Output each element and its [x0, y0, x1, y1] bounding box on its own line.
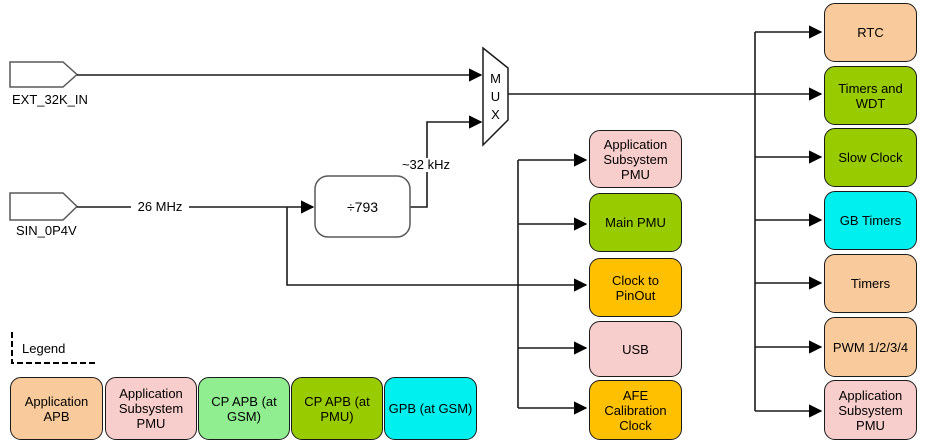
block-application-subsystem-pmu: Application Subsystem PMU — [589, 130, 682, 188]
block-application-subsystem-pmu-right: Application Subsystem PMU — [824, 380, 917, 440]
legend-title: Legend — [22, 341, 66, 356]
block-main-pmu: Main PMU — [589, 193, 682, 252]
input-label-sin0p4v: SIN_0P4V — [16, 223, 77, 238]
input-pad-sin0p4v — [9, 192, 79, 221]
block-gb-timers: GB Timers — [824, 191, 917, 250]
block-pwm-1234: PWM 1/2/3/4 — [824, 317, 917, 377]
block-timers: Timers — [824, 254, 917, 313]
legend-cp-apb-at-pmu: CP APB (at PMU) — [291, 377, 383, 440]
divider-label: ÷793 — [346, 198, 379, 215]
legend-gpb-at-gsm: GPB (at GSM) — [384, 377, 477, 440]
block-rtc: RTC — [824, 3, 917, 62]
block-timers-and-wdt: Timers and WDT — [824, 66, 917, 125]
block-usb: USB — [589, 321, 682, 377]
block-afe-calibration-clock: AFE Calibration Clock — [589, 380, 682, 440]
legend-dashed-corner — [11, 332, 97, 364]
legend-application-apb: Application APB — [10, 377, 103, 440]
wire-label-26mhz: 26 MHz — [131, 200, 189, 214]
input-label-ext32k: EXT_32K_IN — [12, 92, 88, 107]
mux-label: MUX — [488, 70, 503, 125]
wire-label-32khz: ~32 kHz — [395, 158, 457, 172]
legend-cp-apb-at-gsm: CP APB (at GSM) — [198, 377, 290, 440]
mux-shape — [482, 46, 509, 147]
wire-26mhz-branch — [286, 207, 588, 292]
input-pad-ext32k — [9, 61, 79, 88]
legend-application-subsystem-pmu: Application Subsystem PMU — [105, 377, 197, 440]
block-clock-to-pinout: Clock to PinOut — [589, 258, 682, 317]
block-slow-clock: Slow Clock — [824, 128, 917, 187]
divider-box — [314, 175, 411, 238]
